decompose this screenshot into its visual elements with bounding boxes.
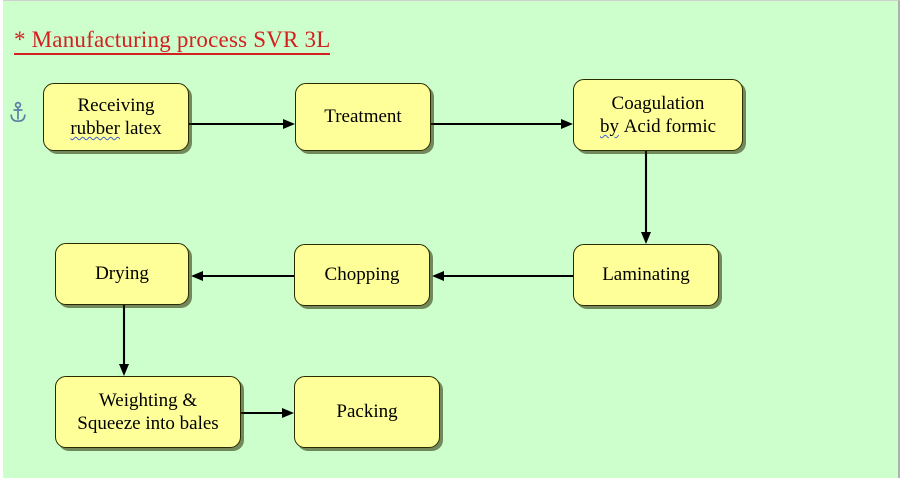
page-title-text: * Manufacturing process SVR 3L (14, 27, 331, 55)
flow-node-drying-label: Drying (95, 263, 149, 285)
flow-node-drying[interactable]: Drying (55, 243, 189, 305)
arrow-weighting-to-packing (241, 408, 294, 418)
flow-node-laminating-label: Laminating (602, 264, 690, 286)
arrow-laminating-to-chopping (432, 271, 574, 281)
flow-node-laminating[interactable]: Laminating (573, 244, 719, 306)
flow-node-coagulation[interactable]: Coagulation by Acid formic (573, 79, 743, 151)
receiving-line2-rest: latex (119, 118, 162, 139)
slide-canvas: * Manufacturing process SVR 3L (3, 0, 900, 478)
anchor-icon (8, 101, 28, 123)
flow-node-chopping-label: Chopping (324, 264, 400, 286)
flow-node-treatment-label: Treatment (324, 106, 402, 128)
flow-node-coagulation-label: Coagulation by Acid formic (599, 92, 717, 137)
page-title: * Manufacturing process SVR 3L (14, 27, 331, 55)
arrow-treatment-to-coagulation (431, 119, 573, 129)
arrow-drying-to-weighting (119, 305, 129, 376)
flow-node-receiving-label: Receiving rubber latex (70, 94, 162, 139)
flow-node-chopping[interactable]: Chopping (294, 244, 430, 306)
flow-node-receiving[interactable]: Receiving rubber latex (43, 83, 189, 151)
flow-node-weighting[interactable]: Weighting & Squeeze into bales (55, 376, 241, 448)
arrow-chopping-to-drying (191, 271, 295, 281)
flow-node-weighting-label: Weighting & Squeeze into bales (77, 389, 219, 434)
arrow-coagulation-to-laminating (641, 151, 651, 244)
flow-node-packing[interactable]: Packing (294, 376, 440, 448)
flow-node-packing-label: Packing (336, 401, 398, 423)
flow-node-treatment[interactable]: Treatment (295, 83, 431, 151)
coagulation-line2-rest: Acid formic (618, 116, 717, 137)
arrow-receiving-to-treatment (189, 119, 295, 129)
